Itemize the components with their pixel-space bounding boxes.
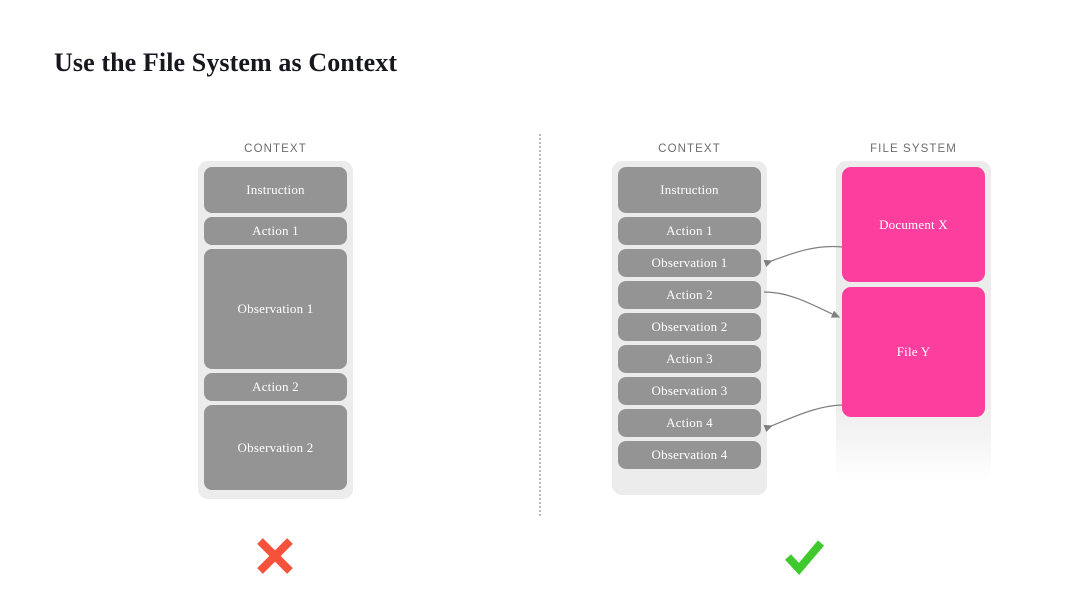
left-block-observation-1[interactable]: Observation 1	[204, 249, 347, 369]
right-block-observation-2[interactable]: Observation 2	[618, 313, 761, 341]
right-block-action-3[interactable]: Action 3	[618, 345, 761, 373]
connector-action-2-to-file-y	[763, 291, 841, 318]
cross-icon	[257, 538, 293, 574]
left-block-observation-2[interactable]: Observation 2	[204, 405, 347, 490]
file-block-file-y[interactable]: File Y	[842, 287, 985, 417]
connector-file-y-to-action-4	[763, 404, 843, 433]
left-context-stack: Instruction Action 1 Observation 1 Actio…	[198, 161, 353, 499]
right-block-observation-3[interactable]: Observation 3	[618, 377, 761, 405]
right-block-action-4[interactable]: Action 4	[618, 409, 761, 437]
left-block-action-2[interactable]: Action 2	[204, 373, 347, 401]
check-icon	[785, 540, 825, 576]
left-block-instruction[interactable]: Instruction	[204, 167, 347, 213]
right-block-instruction[interactable]: Instruction	[618, 167, 761, 213]
connector-document-x-to-observation-1	[763, 245, 843, 268]
right-context-stack: Instruction Action 1 Observation 1 Actio…	[612, 161, 767, 495]
right-block-action-1[interactable]: Action 1	[618, 217, 761, 245]
right-block-action-2[interactable]: Action 2	[618, 281, 761, 309]
right-context-label: CONTEXT	[658, 143, 721, 155]
file-system-label: FILE SYSTEM	[870, 143, 957, 155]
page-title: Use the File System as Context	[54, 48, 398, 77]
vertical-dotted-divider	[539, 134, 541, 516]
right-block-observation-4[interactable]: Observation 4	[618, 441, 761, 469]
left-context-label: CONTEXT	[244, 143, 307, 155]
file-system-stack: Document X File Y	[836, 161, 991, 481]
file-block-document-x[interactable]: Document X	[842, 167, 985, 282]
right-block-observation-1[interactable]: Observation 1	[618, 249, 761, 277]
left-block-action-1[interactable]: Action 1	[204, 217, 347, 245]
